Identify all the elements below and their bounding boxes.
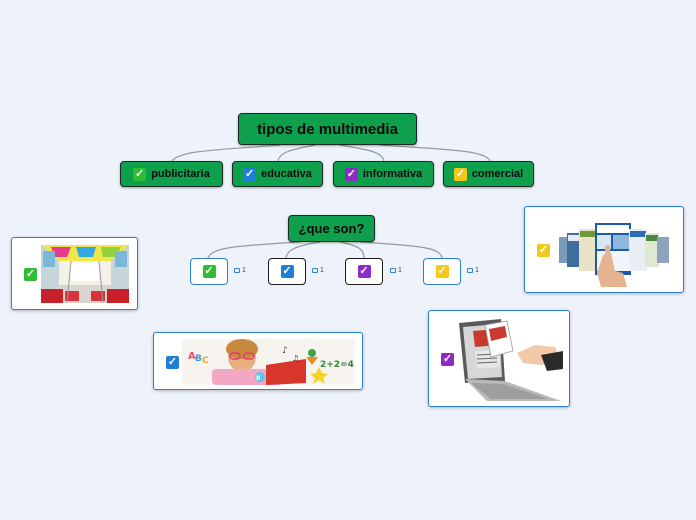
comment-icon xyxy=(312,268,318,273)
svg-text:♪: ♪ xyxy=(282,346,288,356)
checkbox-icon[interactable]: ✓ xyxy=(166,356,179,369)
child-topic-4[interactable]: ✓ xyxy=(423,258,461,285)
comment-icon xyxy=(467,268,473,273)
child-topic-2[interactable]: ✓ xyxy=(268,258,306,285)
image-card-educativa[interactable]: ✓ A B C B ♪ ♫ 2+2=4 xyxy=(153,332,363,390)
connector-root-informativa xyxy=(339,144,385,162)
checkbox-icon[interactable]: ✓ xyxy=(24,268,37,281)
topic-publicitaria[interactable]: ✓ publicitaria xyxy=(120,161,223,187)
image-card-publicitaria[interactable]: ✓ xyxy=(11,237,138,310)
bus-interior-ads-image xyxy=(41,245,129,303)
connector-root-comercial xyxy=(379,144,491,162)
svg-text:B: B xyxy=(256,375,261,382)
comment-count-4[interactable]: 1 xyxy=(467,267,479,274)
topic-informativa[interactable]: ✓ informativa xyxy=(333,161,434,187)
checkbox-icon[interactable]: ✓ xyxy=(453,167,467,181)
checkbox-icon[interactable]: ✓ xyxy=(133,167,147,181)
topic-label: educativa xyxy=(261,168,312,180)
connector-root-publicitaria xyxy=(171,144,281,162)
root-topic-label: tipos de multimedia xyxy=(257,120,398,138)
checkbox-icon[interactable]: ✓ xyxy=(344,167,358,181)
svg-text:A: A xyxy=(188,351,196,362)
child-topic-3[interactable]: ✓ xyxy=(345,258,383,285)
connector-sub-3 xyxy=(339,241,365,259)
checkbox-icon[interactable]: ✓ xyxy=(202,265,216,278)
laptop-news-hand-image xyxy=(457,317,563,402)
checkbox-icon[interactable]: ✓ xyxy=(280,265,294,278)
image-card-comercial[interactable]: ✓ xyxy=(524,206,684,293)
child-learning-laptop-image: A B C B ♪ ♫ 2+2=4 xyxy=(182,339,354,385)
svg-text:2+2=4: 2+2=4 xyxy=(320,360,354,370)
connector-root-educativa xyxy=(277,144,316,162)
connector-sub-2 xyxy=(285,241,321,259)
subtopic-que-son[interactable]: ¿que son? xyxy=(288,215,375,242)
svg-text:♫: ♫ xyxy=(292,354,299,363)
connector-sub-4 xyxy=(359,241,443,259)
subtopic-label: ¿que son? xyxy=(298,221,365,236)
topic-label: comercial xyxy=(471,168,524,180)
topic-label: informativa xyxy=(362,168,423,180)
comment-icon xyxy=(390,268,396,273)
comment-count-2[interactable]: 1 xyxy=(312,267,324,274)
root-topic[interactable]: tipos de multimedia xyxy=(238,113,417,145)
checkbox-icon[interactable]: ✓ xyxy=(441,353,454,366)
checkbox-icon[interactable]: ✓ xyxy=(357,265,371,278)
connector-sub-1 xyxy=(207,241,301,259)
comment-count-1[interactable]: 1 xyxy=(234,267,246,274)
topic-label: publicitaria xyxy=(151,168,210,180)
svg-text:C: C xyxy=(202,356,209,366)
checkbox-icon[interactable]: ✓ xyxy=(243,167,257,181)
checkbox-icon[interactable]: ✓ xyxy=(435,265,449,278)
image-card-informativa[interactable]: ✓ xyxy=(428,310,570,407)
topic-comercial[interactable]: ✓ comercial xyxy=(443,161,534,187)
topic-educativa[interactable]: ✓ educativa xyxy=(232,161,323,187)
web-pages-touch-image xyxy=(557,215,673,287)
checkbox-icon[interactable]: ✓ xyxy=(537,244,550,257)
comment-count-3[interactable]: 1 xyxy=(390,267,402,274)
svg-text:B: B xyxy=(195,354,202,364)
comment-icon xyxy=(234,268,240,273)
child-topic-1[interactable]: ✓ xyxy=(190,258,228,285)
